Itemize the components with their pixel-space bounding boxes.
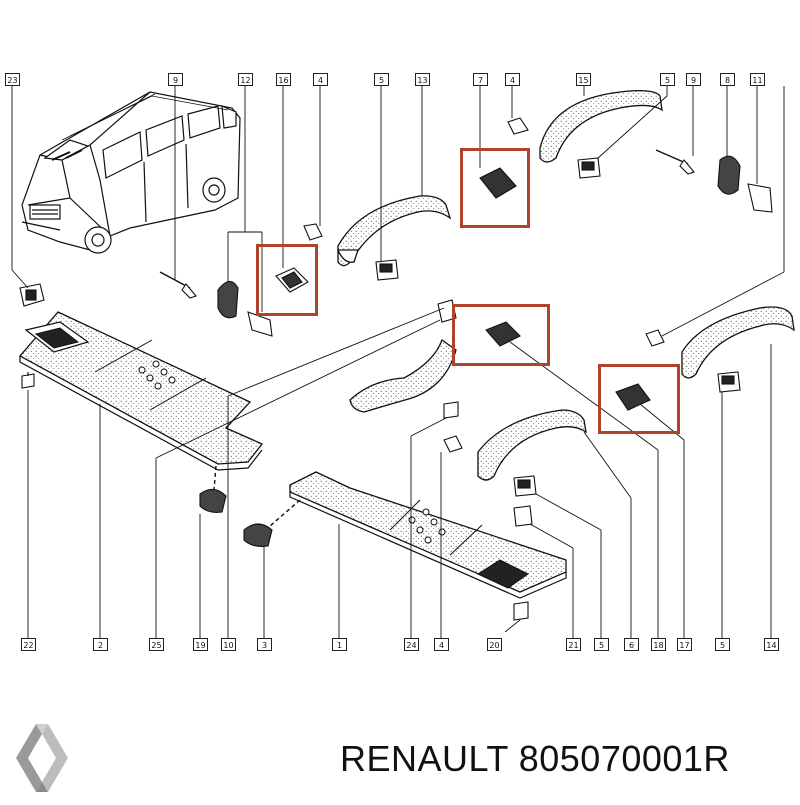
callout-label: 24 bbox=[404, 638, 419, 651]
callout-label: 4 bbox=[313, 73, 328, 86]
grab-handle bbox=[337, 90, 795, 481]
callout-label: 13 bbox=[415, 73, 430, 86]
callout-label: 25 bbox=[149, 638, 164, 651]
brand-name: RENAULT bbox=[340, 738, 509, 779]
callout-label: 3 bbox=[257, 638, 272, 651]
callout-label: 17 bbox=[677, 638, 692, 651]
callout-label: 5 bbox=[374, 73, 389, 86]
highlight-box bbox=[460, 148, 530, 228]
callout-label: 21 bbox=[566, 638, 581, 651]
callout-label: 12 bbox=[238, 73, 253, 86]
callout-label: 19 bbox=[193, 638, 208, 651]
left-headliner-panel bbox=[18, 311, 264, 471]
callout-label: 2 bbox=[93, 638, 108, 651]
callout-label: 18 bbox=[651, 638, 666, 651]
callout-label: 9 bbox=[686, 73, 701, 86]
callout-label: 15 bbox=[576, 73, 591, 86]
callout-label: 16 bbox=[276, 73, 291, 86]
callout-label: 20 bbox=[487, 638, 502, 651]
part-number: 805070001R bbox=[518, 738, 730, 779]
callout-label: 10 bbox=[221, 638, 236, 651]
callout-label: 14 bbox=[764, 638, 779, 651]
mounting-clips bbox=[19, 117, 773, 621]
callout-label: 8 bbox=[720, 73, 735, 86]
callout-label: 9 bbox=[168, 73, 183, 86]
callout-label: 6 bbox=[624, 638, 639, 651]
highlight-box bbox=[598, 364, 680, 434]
callout-label: 5 bbox=[660, 73, 675, 86]
callout-label: 4 bbox=[505, 73, 520, 86]
callout-label: 5 bbox=[594, 638, 609, 651]
van-illustration bbox=[21, 91, 241, 254]
callout-label: 1 bbox=[332, 638, 347, 651]
renault-diamond-logo bbox=[16, 724, 68, 792]
callout-label: 7 bbox=[473, 73, 488, 86]
callout-label: 4 bbox=[434, 638, 449, 651]
highlight-box bbox=[256, 244, 318, 316]
highlight-box bbox=[452, 304, 550, 366]
brand-part-number: RENAULT 805070001R bbox=[340, 738, 730, 780]
right-headliner-panel bbox=[289, 471, 567, 599]
callout-label: 23 bbox=[5, 73, 20, 86]
callout-label: 22 bbox=[21, 638, 36, 651]
callout-label: 11 bbox=[750, 73, 765, 86]
callout-label: 5 bbox=[715, 638, 730, 651]
